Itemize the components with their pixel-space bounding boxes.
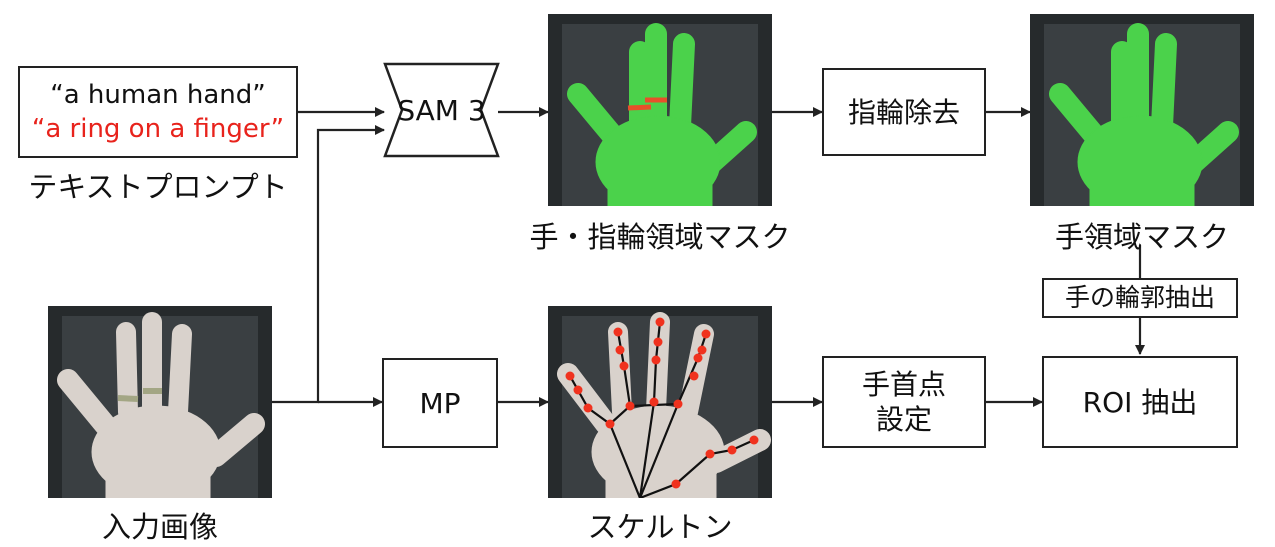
text-prompt-box: “a human hand” “a ring on a finger” bbox=[18, 66, 298, 158]
contour-node: 手の輪郭抽出 bbox=[1042, 278, 1238, 318]
prompt-ring: “a ring on a finger” bbox=[31, 114, 285, 144]
wrist-point-label-2: 設定 bbox=[875, 403, 932, 436]
arrow-input-to-sam bbox=[272, 125, 385, 404]
mp-label: MP bbox=[419, 386, 461, 420]
input-image-caption: 入力画像 bbox=[101, 510, 218, 544]
skeleton-image bbox=[548, 306, 772, 498]
sam-label: SAM 3 bbox=[397, 94, 486, 127]
prompt-hand: “a human hand” bbox=[50, 80, 266, 110]
hand-ring-mask-caption: 手・指輪領域マスク bbox=[529, 220, 791, 254]
hand-mask-caption: 手領域マスク bbox=[1054, 220, 1229, 254]
wrist-point-label-1: 手首点 bbox=[861, 368, 946, 401]
skeleton-keypoints bbox=[565, 317, 759, 489]
ring-removal-node: 指輪除去 bbox=[822, 68, 986, 156]
ring-removal-label: 指輪除去 bbox=[847, 95, 960, 129]
skeleton-caption: スケルトン bbox=[587, 510, 733, 544]
sam-node bbox=[383, 62, 500, 158]
roi-node: ROI 抽出 bbox=[1042, 356, 1238, 448]
hand-ring-mask-image bbox=[548, 14, 772, 206]
mp-node: MP bbox=[382, 358, 498, 448]
hand-mask-image bbox=[1030, 14, 1254, 206]
roi-label: ROI 抽出 bbox=[1082, 385, 1198, 419]
contour-label: 手の輪郭抽出 bbox=[1064, 283, 1215, 313]
input-image bbox=[48, 306, 272, 498]
text-prompt-caption: テキストプロンプト bbox=[28, 170, 288, 204]
wrist-point-node: 手首点 設定 bbox=[822, 356, 986, 448]
